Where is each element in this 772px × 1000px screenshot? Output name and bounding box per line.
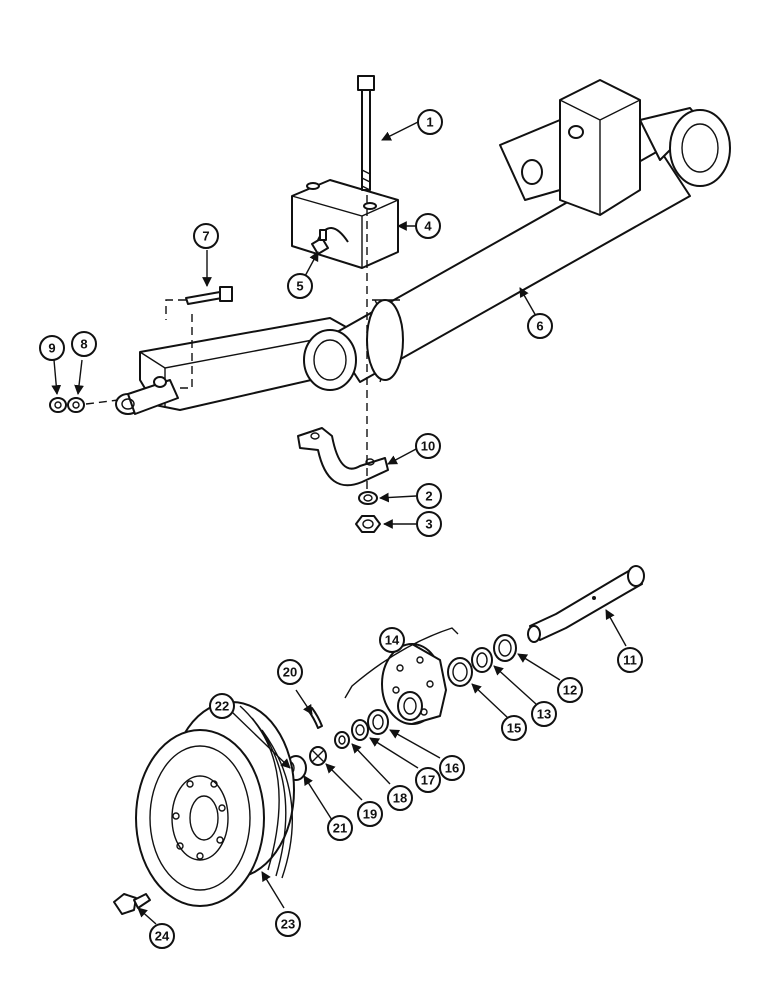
lock-washer xyxy=(358,491,378,505)
castle-nut xyxy=(309,746,327,766)
svg-text:15: 15 xyxy=(507,721,521,736)
inner-bearing-cup xyxy=(367,709,389,735)
callout-6: 6 xyxy=(527,313,553,339)
svg-text:9: 9 xyxy=(48,341,55,356)
svg-text:24: 24 xyxy=(155,929,170,944)
long-bolt xyxy=(357,75,375,191)
svg-text:19: 19 xyxy=(363,807,377,822)
callout-18: 18 xyxy=(387,785,413,811)
axle-assembly xyxy=(115,79,731,415)
svg-text:14: 14 xyxy=(385,633,400,648)
callout-8: 8 xyxy=(71,331,97,357)
spindle-washer xyxy=(334,731,350,749)
clamp-block xyxy=(291,179,399,269)
callout-11: 11 xyxy=(617,647,643,673)
svg-text:1: 1 xyxy=(426,115,433,130)
svg-text:12: 12 xyxy=(563,683,577,698)
wheel-rim xyxy=(135,701,295,907)
callout-17: 17 xyxy=(415,767,441,793)
grease-fitting xyxy=(311,229,329,255)
callout-2: 2 xyxy=(416,483,442,509)
svg-text:17: 17 xyxy=(421,773,435,788)
callout-19: 19 xyxy=(357,801,383,827)
callout-23: 23 xyxy=(275,911,301,937)
svg-text:16: 16 xyxy=(445,761,459,776)
nut-and-washer-left xyxy=(49,397,119,413)
spindle xyxy=(527,565,645,643)
svg-text:13: 13 xyxy=(537,707,551,722)
svg-text:2: 2 xyxy=(425,489,432,504)
callout-10: 10 xyxy=(415,433,441,459)
callout-12: 12 xyxy=(557,677,583,703)
svg-text:4: 4 xyxy=(424,219,432,234)
small-bolt xyxy=(165,286,233,389)
axle-extension-arm xyxy=(139,317,356,411)
callout-7: 7 xyxy=(193,223,219,249)
outer-bearing-cone xyxy=(471,647,493,673)
tube-end xyxy=(303,329,357,391)
svg-text:11: 11 xyxy=(623,653,637,668)
wheel-bolt xyxy=(113,893,151,915)
hub-group-bracket xyxy=(344,627,459,699)
svg-text:18: 18 xyxy=(393,791,407,806)
callout-21: 21 xyxy=(327,815,353,841)
callout-1: 1 xyxy=(417,109,443,135)
callout-24: 24 xyxy=(149,923,175,949)
hex-nut xyxy=(355,515,381,533)
wheel-hub xyxy=(381,643,447,725)
callout-14: 14 xyxy=(379,627,405,653)
callout-15: 15 xyxy=(501,715,527,741)
grease-seal xyxy=(493,634,517,662)
callout-13: 13 xyxy=(531,701,557,727)
svg-text:10: 10 xyxy=(421,439,435,454)
callout-4: 4 xyxy=(415,213,441,239)
callout-5: 5 xyxy=(287,273,313,299)
inner-bearing-cone xyxy=(351,719,369,741)
leader-lines xyxy=(51,121,627,925)
svg-text:8: 8 xyxy=(80,337,87,352)
svg-text:6: 6 xyxy=(536,319,543,334)
svg-text:7: 7 xyxy=(202,229,209,244)
callout-3: 3 xyxy=(416,511,442,537)
svg-text:21: 21 xyxy=(333,821,347,836)
clamp-strap xyxy=(297,427,389,487)
svg-text:3: 3 xyxy=(425,517,432,532)
callout-22: 22 xyxy=(209,693,235,719)
callout-20: 20 xyxy=(277,659,303,685)
callout-16: 16 xyxy=(439,755,465,781)
svg-text:23: 23 xyxy=(281,917,295,932)
callout-9: 9 xyxy=(39,335,65,361)
svg-text:5: 5 xyxy=(296,279,303,294)
outer-bearing-cup xyxy=(447,657,473,687)
svg-text:20: 20 xyxy=(283,665,297,680)
svg-text:22: 22 xyxy=(215,699,229,714)
